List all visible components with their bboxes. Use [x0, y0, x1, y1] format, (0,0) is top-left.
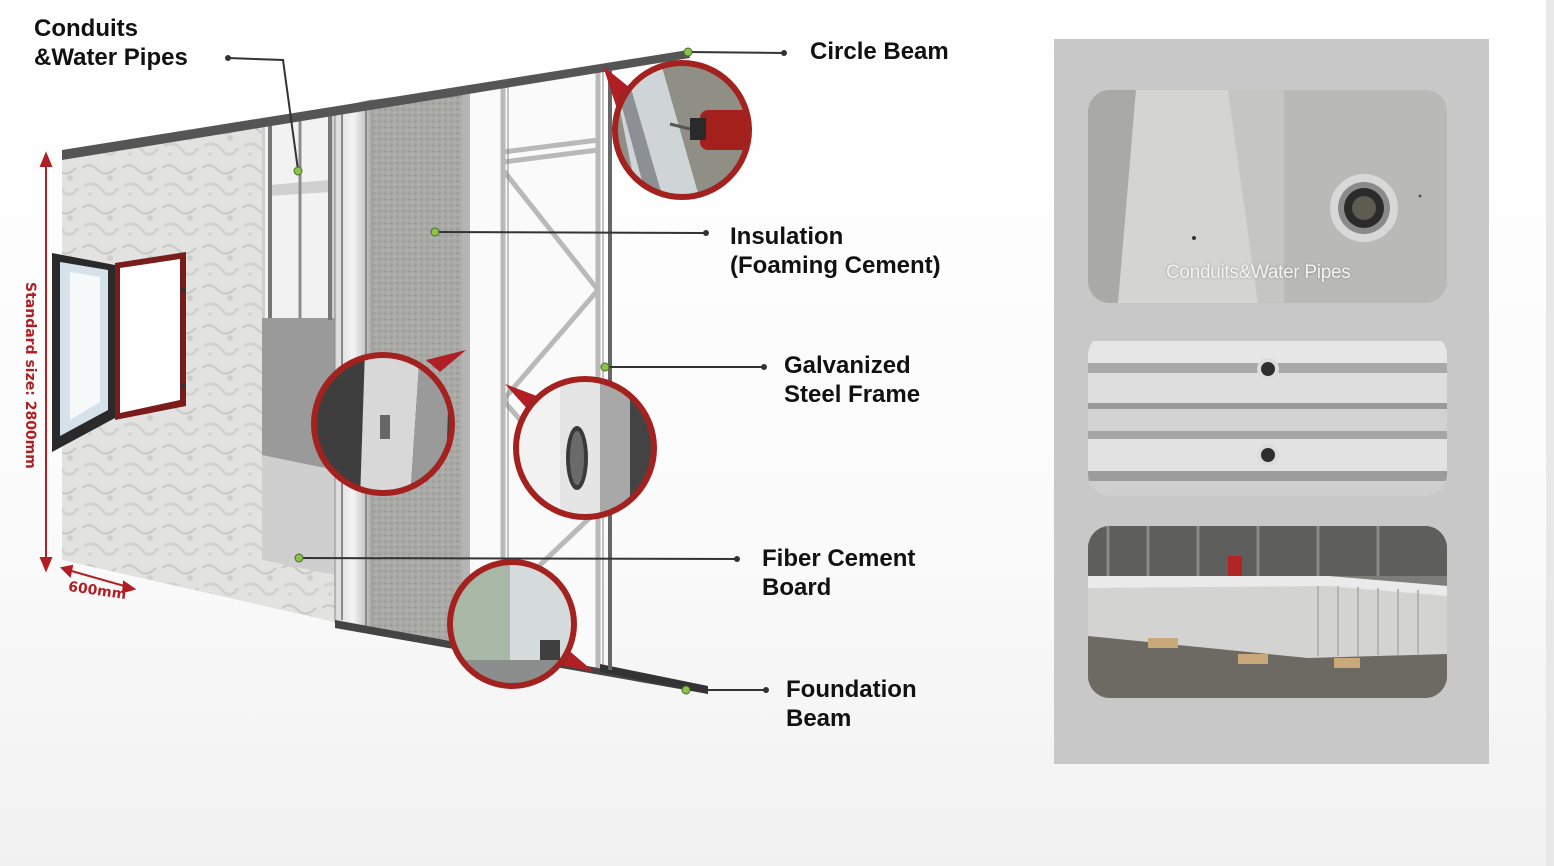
circle-beam [62, 50, 690, 160]
detail-circle-drill [603, 60, 752, 200]
fiber-cement-board [62, 118, 335, 622]
label-insulation: Insulation (Foaming Cement) [730, 223, 941, 279]
wall-diagram [39, 47, 787, 695]
label-fiber-board: Fiber Cement Board [762, 545, 916, 601]
detail-circle-punch [505, 376, 657, 520]
height-dimension-label: Standard size: 2800mm [22, 281, 38, 469]
photo-steel-profile [1088, 333, 1447, 496]
window [52, 252, 186, 452]
photo-caption-conduits: Conduits&Water Pipes [1166, 262, 1351, 283]
detail-circle-foundation [447, 559, 594, 689]
label-steel-frame: Galvanized Steel Frame [784, 352, 921, 408]
label-foundation: Foundation Beam [786, 676, 917, 732]
detail-circle-frame [311, 350, 466, 496]
photo-conduits: Conduits&Water Pipes [1088, 90, 1447, 303]
label-conduits: Conduits &Water Pipes [34, 15, 188, 71]
photo-factory [1088, 526, 1447, 698]
label-circle-beam: Circle Beam [810, 38, 949, 65]
page-edge [1546, 0, 1554, 866]
photo-panel: Conduits&Water Pipes [1054, 39, 1489, 764]
